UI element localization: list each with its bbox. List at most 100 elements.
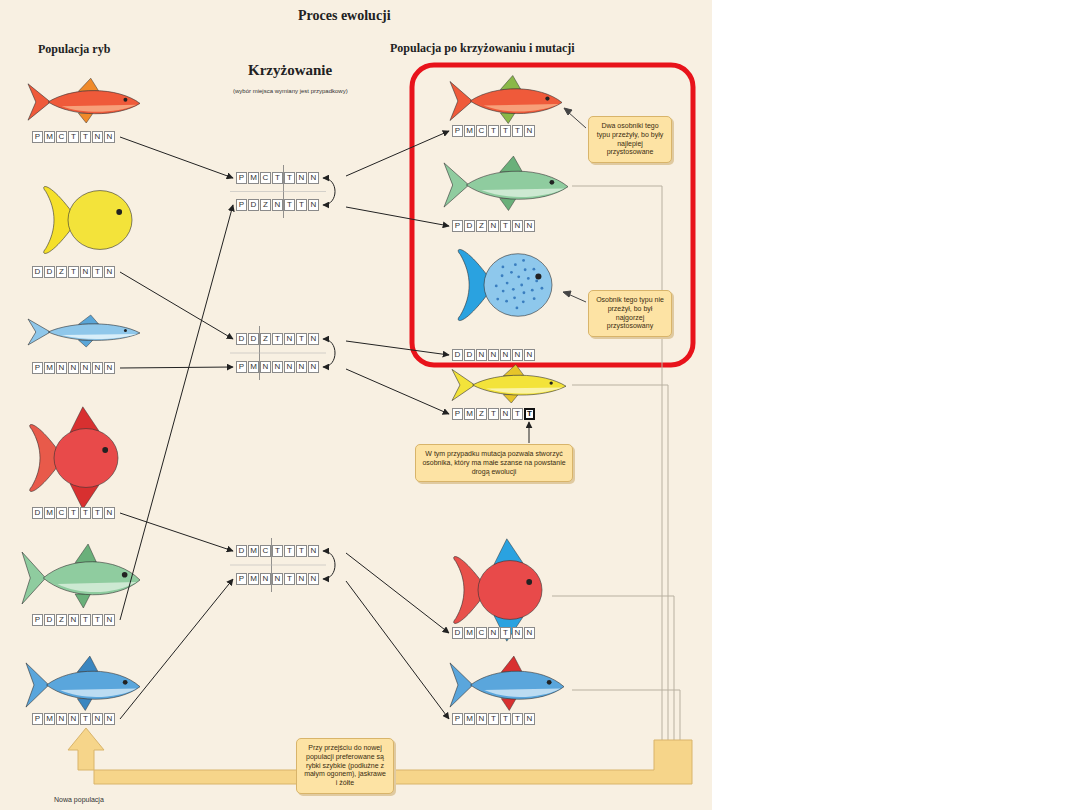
fish-part [466, 171, 568, 199]
fish-part [547, 680, 552, 685]
gene-cell: N [92, 713, 103, 725]
fish-part [502, 290, 505, 293]
gene-cell: P [236, 172, 247, 184]
fish-part [510, 271, 513, 274]
tuna-fish [26, 656, 140, 710]
gene-cell: M [248, 361, 259, 373]
gene-cell: T [68, 507, 79, 519]
connector-arrow [120, 367, 233, 368]
gene-cell: D [248, 199, 259, 211]
gene-cell: D [464, 220, 475, 232]
gene-cell: N [272, 361, 283, 373]
gene-cell: N [68, 713, 79, 725]
gene-cell: N [284, 361, 295, 373]
gene-cell: D [32, 507, 43, 519]
gene-cell: N [512, 627, 523, 639]
gene-cell: T [92, 507, 103, 519]
fish-part [471, 671, 564, 699]
gene-cell: N [308, 573, 319, 585]
gene-cell: T [512, 125, 523, 137]
gene-cell: C [260, 172, 271, 184]
fish-part [123, 680, 128, 685]
fish-part [473, 375, 566, 395]
fish-part [524, 268, 527, 271]
tuna-fish [450, 76, 562, 124]
crossover-point [230, 191, 326, 192]
fish-part [478, 561, 542, 620]
gene-cell: N [296, 172, 307, 184]
fish-part [501, 274, 504, 277]
gene-cell: T [500, 220, 511, 232]
connector-arrow [529, 422, 530, 443]
connector-arrow [120, 205, 233, 620]
chromosome-strip: PMNNTNN [236, 573, 320, 585]
gene-cell: N [272, 573, 283, 585]
connector-arrow [120, 513, 233, 551]
gene-cell: P [32, 614, 43, 626]
fish-part [486, 387, 562, 393]
gene-cell: N [488, 349, 499, 361]
gene-cell: N [500, 349, 511, 361]
connector-arrow [346, 341, 449, 355]
connector-arrow [346, 207, 449, 226]
callout-text: Dwa osobniki tego typu przeżyły, bo były… [595, 122, 665, 157]
column-heading: Krzyżowanie [248, 62, 332, 79]
fish-part [60, 688, 136, 697]
chromosome-strip: PMNNNNN [32, 362, 116, 374]
gene-cell: T [488, 125, 499, 137]
gene-cell: M [248, 545, 259, 557]
gene-cell: N [524, 220, 535, 232]
fish-part [500, 156, 522, 172]
gene-cell: M [44, 507, 55, 519]
gene-cell: T [80, 507, 91, 519]
fish-part [520, 284, 523, 287]
connector-arrow [346, 581, 449, 719]
gene-cell: T [68, 131, 79, 143]
fish-part [545, 97, 549, 101]
gene-cell: T [296, 545, 307, 557]
tuna-fish [444, 156, 568, 210]
chromosome-strip: PMCTTTN [452, 125, 536, 137]
fish-part [523, 291, 526, 294]
fish-part [75, 594, 90, 608]
column-subheading: (wybór miejsca wymiany jest przypadkowy) [233, 88, 348, 94]
fish-part [484, 688, 560, 697]
gene-cell: M [44, 362, 55, 374]
gene-cell: N [500, 408, 511, 420]
gene-cell: D [236, 545, 247, 557]
fish-part [500, 113, 515, 124]
gene-cell: Z [260, 333, 271, 345]
gene-cell: T [284, 545, 295, 557]
gene-cell: D [464, 349, 475, 361]
fish-part [502, 265, 505, 268]
fish-part [78, 78, 98, 91]
gene-cell: P [452, 408, 463, 420]
gene-cell: P [452, 220, 463, 232]
connector-arrow [120, 137, 233, 178]
gene-cell: T [488, 408, 499, 420]
gene-cell: T [92, 614, 103, 626]
fish-part [503, 395, 518, 403]
chromosome-strip: DDZTNTN [236, 333, 320, 345]
fish-part [450, 663, 473, 707]
gene-cell: C [476, 627, 487, 639]
gene-cell: Z [56, 266, 67, 278]
fish-part [550, 180, 555, 185]
chromosome-strip: DMCNTNN [452, 627, 536, 639]
callout-box: Dwa osobniki tego typu przeżyły, bo były… [588, 116, 672, 163]
fish-part [496, 298, 499, 301]
chromosome-strip: DDNNNNN [452, 349, 536, 361]
fish-part [450, 82, 472, 121]
fish-part [444, 163, 469, 207]
fish-part [505, 300, 508, 303]
fish-part [124, 329, 127, 332]
fish-part [47, 671, 140, 699]
gene-cell: N [92, 131, 103, 143]
chromosome-strip: PDZNTNN [452, 220, 536, 232]
gene-cell: M [248, 172, 259, 184]
gene-cell: N [524, 349, 535, 361]
gene-cell: T [80, 614, 91, 626]
gene-cell: C [56, 131, 67, 143]
round-fish [454, 539, 542, 641]
gene-cell: N [296, 573, 307, 585]
